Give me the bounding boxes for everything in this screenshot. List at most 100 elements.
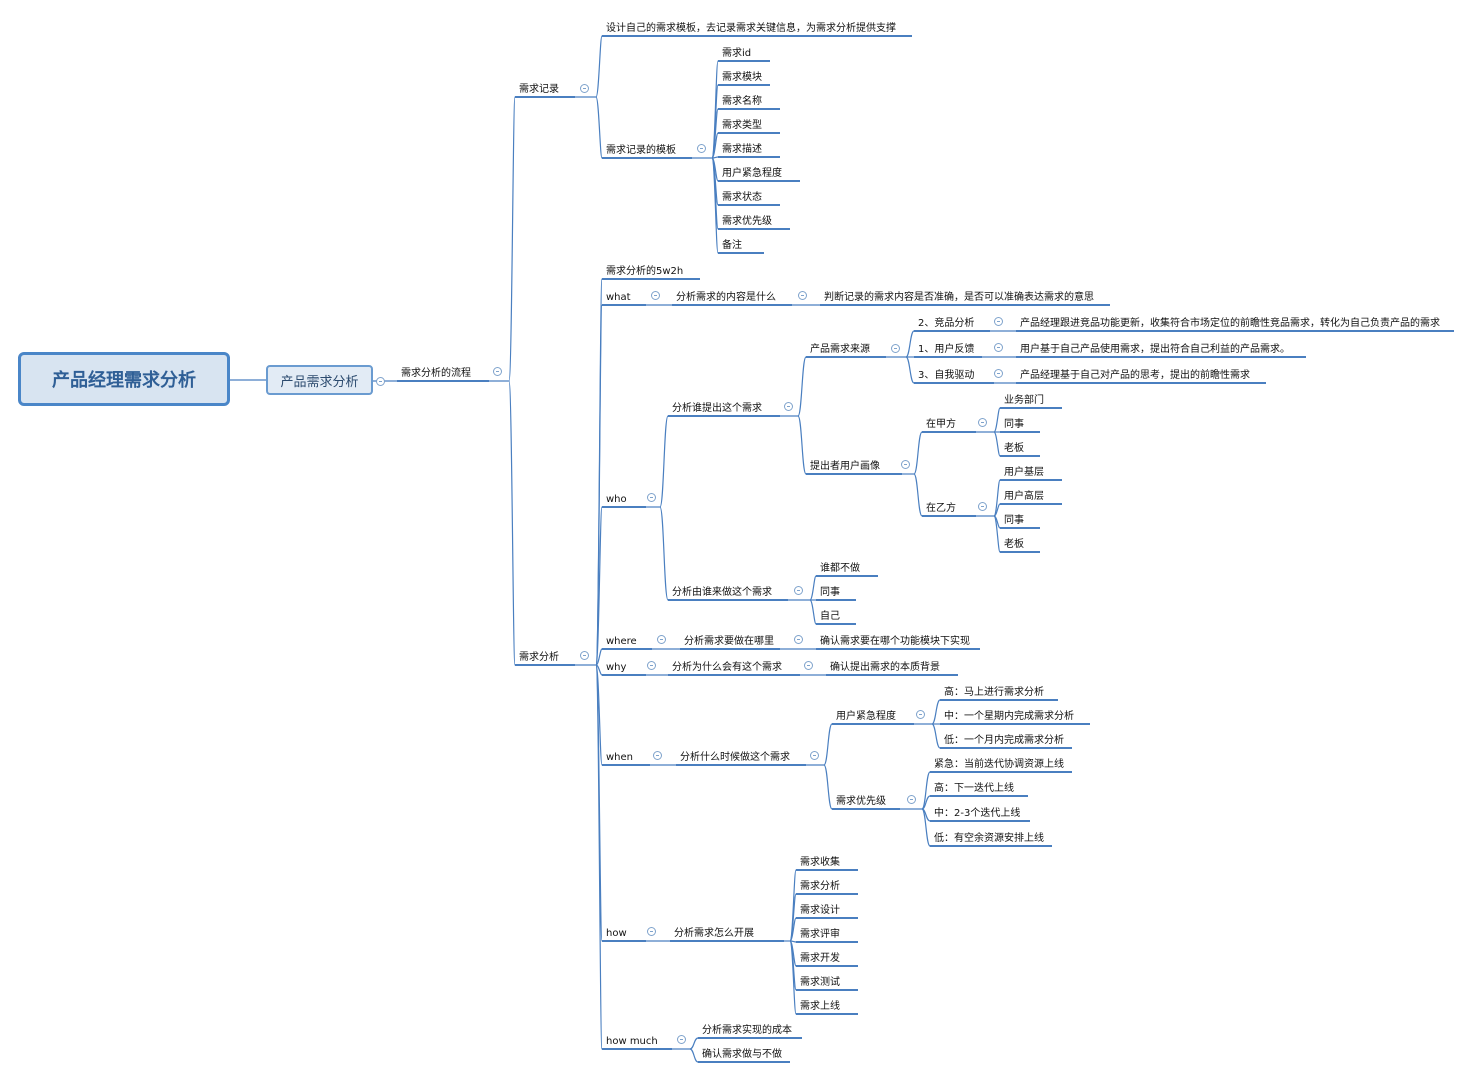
record-desc[interactable]: 设计自己的需求模板，去记录需求关键信息，为需求分析提供支撑 [606, 23, 896, 34]
collapse-toggle-template[interactable] [697, 144, 706, 153]
template-field-3[interactable]: 需求类型 [722, 120, 762, 131]
record-node[interactable]: 需求记录 [519, 84, 559, 95]
how-step-6[interactable]: 需求上线 [800, 1001, 840, 1012]
record-template[interactable]: 需求记录的模板 [606, 145, 676, 156]
collapse-toggle-source-1[interactable] [994, 343, 1003, 352]
party-a-item-0[interactable]: 业务部门 [1004, 395, 1044, 406]
collapse-toggle-flow[interactable] [493, 367, 502, 376]
collapse-toggle-who[interactable] [647, 493, 656, 502]
priority-0[interactable]: 紧急：当前迭代协调资源上线 [934, 759, 1064, 770]
priority-3[interactable]: 低：有空余资源安排上线 [934, 833, 1044, 844]
template-field-6[interactable]: 需求状态 [722, 192, 762, 203]
collapse-toggle-party-b[interactable] [978, 502, 987, 511]
collapse-toggle-how[interactable] [647, 927, 656, 936]
when-node[interactable]: when [606, 752, 634, 763]
party-b-node[interactable]: 在乙方 [926, 503, 956, 514]
party-a-node[interactable]: 在甲方 [926, 419, 956, 430]
party-b-item-0[interactable]: 用户基层 [1004, 467, 1044, 478]
collapse-toggle-why[interactable] [647, 661, 656, 670]
main-topic[interactable]: 产品需求分析 [266, 365, 373, 395]
how-step-3[interactable]: 需求评审 [800, 929, 840, 940]
where-answer[interactable]: 确认需求要在哪个功能模块下实现 [820, 636, 970, 647]
source-node[interactable]: 产品需求来源 [810, 344, 870, 355]
5w2h-node[interactable]: 需求分析的5w2h [606, 266, 684, 277]
collapse-toggle-source-0[interactable] [994, 317, 1003, 326]
priority-1[interactable]: 高：下一迭代上线 [934, 783, 1014, 794]
who-question-2[interactable]: 分析由谁来做这个需求 [672, 587, 772, 598]
collapse-toggle-analysis[interactable] [580, 651, 589, 660]
collapse-toggle-urgency[interactable] [916, 710, 925, 719]
template-field-0[interactable]: 需求id [722, 48, 752, 59]
template-field-2[interactable]: 需求名称 [722, 96, 762, 107]
collapse-toggle-party-a[interactable] [978, 418, 987, 427]
source-0[interactable]: 2、竞品分析 [918, 318, 975, 329]
collapse-toggle-priority[interactable] [907, 795, 916, 804]
source-desc-1[interactable]: 用户基于自己产品使用需求，提出符合自己利益的产品需求。 [1020, 344, 1290, 355]
collapse-toggle-why-q[interactable] [804, 661, 813, 670]
collapse-toggle-source-2[interactable] [994, 369, 1003, 378]
when-question[interactable]: 分析什么时候做这个需求 [680, 752, 790, 763]
urgency-0[interactable]: 高：马上进行需求分析 [944, 687, 1044, 698]
flow-node[interactable]: 需求分析的流程 [401, 368, 471, 379]
priority-2[interactable]: 中：2-3个迭代上线 [934, 808, 1021, 819]
urgency-1[interactable]: 中：一个星期内完成需求分析 [944, 711, 1074, 722]
collapse-toggle-where[interactable] [657, 635, 666, 644]
collapse-toggle-who-q1[interactable] [784, 402, 793, 411]
priority-node[interactable]: 需求优先级 [836, 796, 886, 807]
collapse-toggle-howmuch[interactable] [677, 1035, 686, 1044]
how-question[interactable]: 分析需求怎么开展 [674, 928, 754, 939]
where-question[interactable]: 分析需求要做在哪里 [684, 636, 774, 647]
how-node[interactable]: how [606, 928, 627, 939]
where-node[interactable]: where [606, 636, 637, 647]
template-field-4[interactable]: 需求描述 [722, 144, 762, 155]
urgency-2[interactable]: 低：一个月内完成需求分析 [944, 735, 1064, 746]
collapse-toggle-record[interactable] [580, 84, 589, 93]
what-question[interactable]: 分析需求的内容是什么 [676, 292, 776, 303]
how-step-1[interactable]: 需求分析 [800, 881, 840, 892]
persona-node[interactable]: 提出者用户画像 [810, 461, 880, 472]
howmuch-item-0[interactable]: 分析需求实现的成本 [702, 1025, 792, 1036]
how-step-5[interactable]: 需求测试 [800, 977, 840, 988]
template-field-1[interactable]: 需求模块 [722, 72, 762, 83]
source-desc-0[interactable]: 产品经理跟进竞品功能更新，收集符合市场定位的前瞻性竞品需求，转化为自己负责产品的… [1020, 318, 1440, 329]
why-node[interactable]: why [606, 662, 627, 673]
collapse-toggle-source[interactable] [891, 344, 900, 353]
howmuch-item-1[interactable]: 确认需求做与不做 [702, 1049, 782, 1060]
collapse-toggle-where-q[interactable] [794, 635, 803, 644]
collapse-toggle-when-q[interactable] [810, 751, 819, 760]
analysis-node[interactable]: 需求分析 [519, 652, 559, 663]
who-question-1[interactable]: 分析谁提出这个需求 [672, 403, 762, 414]
party-a-item-2[interactable]: 老板 [1004, 443, 1024, 454]
template-field-5[interactable]: 用户紧急程度 [722, 168, 782, 179]
party-b-item-1[interactable]: 用户高层 [1004, 491, 1044, 502]
collapse-toggle-who-q2[interactable] [794, 586, 803, 595]
who-node[interactable]: who [606, 494, 627, 505]
collapse-toggle-what[interactable] [651, 291, 660, 300]
how-step-2[interactable]: 需求设计 [800, 905, 840, 916]
party-b-item-3[interactable]: 老板 [1004, 539, 1024, 550]
urgency-node[interactable]: 用户紧急程度 [836, 711, 896, 722]
collapse-toggle-what-q[interactable] [798, 291, 807, 300]
what-node[interactable]: what [606, 292, 631, 303]
how-step-0[interactable]: 需求收集 [800, 857, 840, 868]
source-1[interactable]: 1、用户反馈 [918, 344, 975, 355]
why-answer[interactable]: 确认提出需求的本质背景 [830, 662, 940, 673]
doer-0[interactable]: 谁都不做 [820, 563, 860, 574]
collapse-toggle-main[interactable] [376, 377, 385, 386]
collapse-toggle-when[interactable] [653, 751, 662, 760]
source-2[interactable]: 3、自我驱动 [918, 370, 975, 381]
what-answer[interactable]: 判断记录的需求内容是否准确，是否可以准确表达需求的意思 [824, 292, 1094, 303]
doer-2[interactable]: 自己 [820, 611, 840, 622]
party-a-item-1[interactable]: 同事 [1004, 419, 1024, 430]
template-field-8[interactable]: 备注 [722, 240, 742, 251]
why-question[interactable]: 分析为什么会有这个需求 [672, 662, 782, 673]
party-b-item-2[interactable]: 同事 [1004, 515, 1024, 526]
source-desc-2[interactable]: 产品经理基于自己对产品的思考，提出的前瞻性需求 [1020, 370, 1250, 381]
howmuch-node[interactable]: how much [606, 1036, 658, 1047]
collapse-toggle-persona[interactable] [901, 460, 910, 469]
how-step-4[interactable]: 需求开发 [800, 953, 840, 964]
doer-1[interactable]: 同事 [820, 587, 840, 598]
template-field-7[interactable]: 需求优先级 [722, 216, 772, 227]
root-topic[interactable]: 产品经理需求分析 [18, 352, 230, 406]
